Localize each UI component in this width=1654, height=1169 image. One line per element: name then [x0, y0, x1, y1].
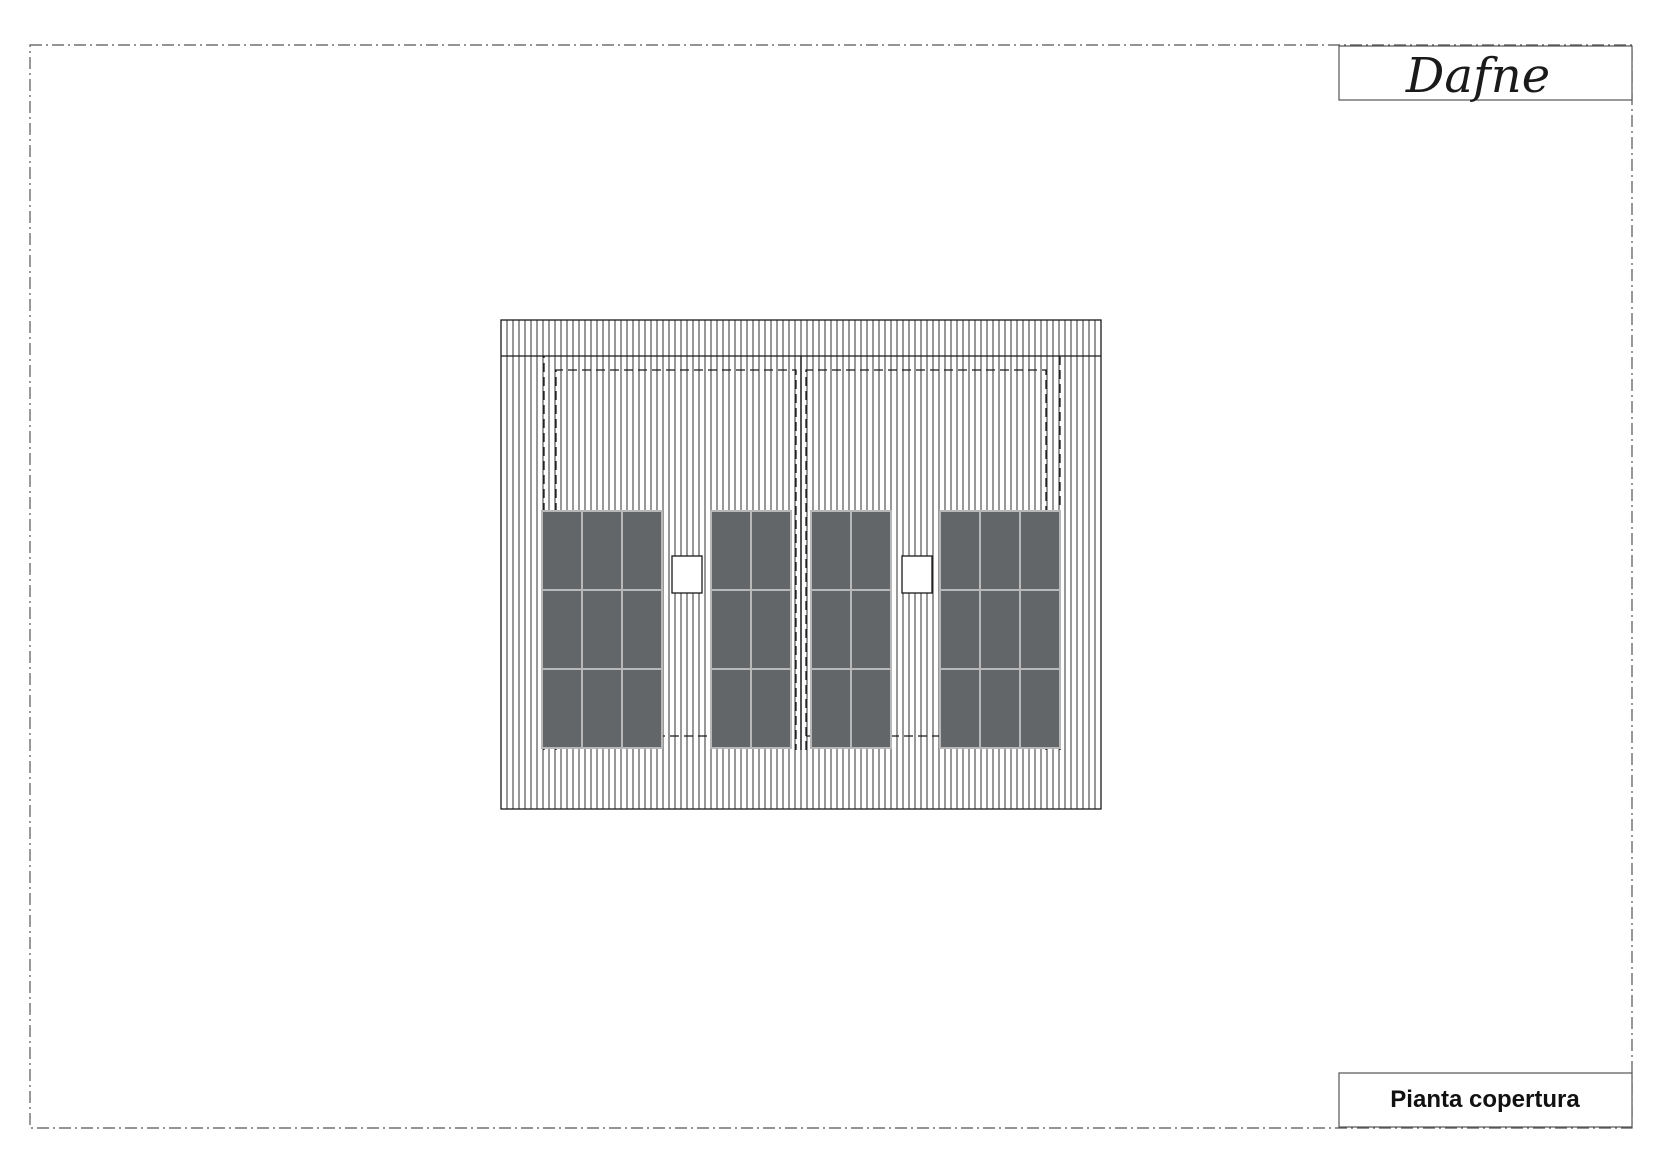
solar-panel [810, 668, 852, 749]
solar-panel [939, 668, 981, 749]
solar-panel [850, 668, 892, 749]
solar-panel-arrays [541, 510, 1061, 749]
solar-panel [621, 668, 663, 749]
logo-frame [1338, 45, 1633, 101]
solar-panel [979, 589, 1021, 670]
chimney-right [901, 555, 933, 594]
solar-panel [750, 510, 792, 591]
caption-frame [1338, 1072, 1633, 1128]
solar-array-2 [710, 510, 792, 749]
solar-panel [541, 589, 583, 670]
caption-box: Pianta copertura [1338, 1072, 1633, 1128]
solar-panel [979, 668, 1021, 749]
solar-panel [581, 510, 623, 591]
solar-panel [1019, 668, 1061, 749]
roof-outline [500, 319, 1102, 810]
solar-panel [1019, 510, 1061, 591]
solar-panel [939, 510, 981, 591]
solar-panel [581, 589, 623, 670]
solar-panel [979, 510, 1021, 591]
solar-panel [621, 589, 663, 670]
solar-panel [541, 668, 583, 749]
logo-box: Dafne [1338, 45, 1633, 104]
solar-array-3 [810, 510, 892, 749]
solar-panel [621, 510, 663, 591]
solar-panel [939, 589, 981, 670]
solar-panel [1019, 589, 1061, 670]
roof-plan [500, 319, 1102, 810]
chimney-left [671, 555, 703, 594]
solar-panel [750, 668, 792, 749]
sheet-border [29, 44, 1633, 1129]
solar-panel [710, 510, 752, 591]
solar-panel [710, 589, 752, 670]
solar-panel [810, 589, 852, 670]
solar-panel [850, 510, 892, 591]
drawing-title: Pianta copertura [1390, 1086, 1580, 1113]
solar-panel [810, 510, 852, 591]
solar-panel [850, 589, 892, 670]
solar-panel [581, 668, 623, 749]
solar-panel [750, 589, 792, 670]
solar-array-1 [541, 510, 663, 749]
solar-array-4 [939, 510, 1061, 749]
solar-panel [710, 668, 752, 749]
logo-wordmark: Dafne [1405, 48, 1550, 104]
solar-panel [541, 510, 583, 591]
